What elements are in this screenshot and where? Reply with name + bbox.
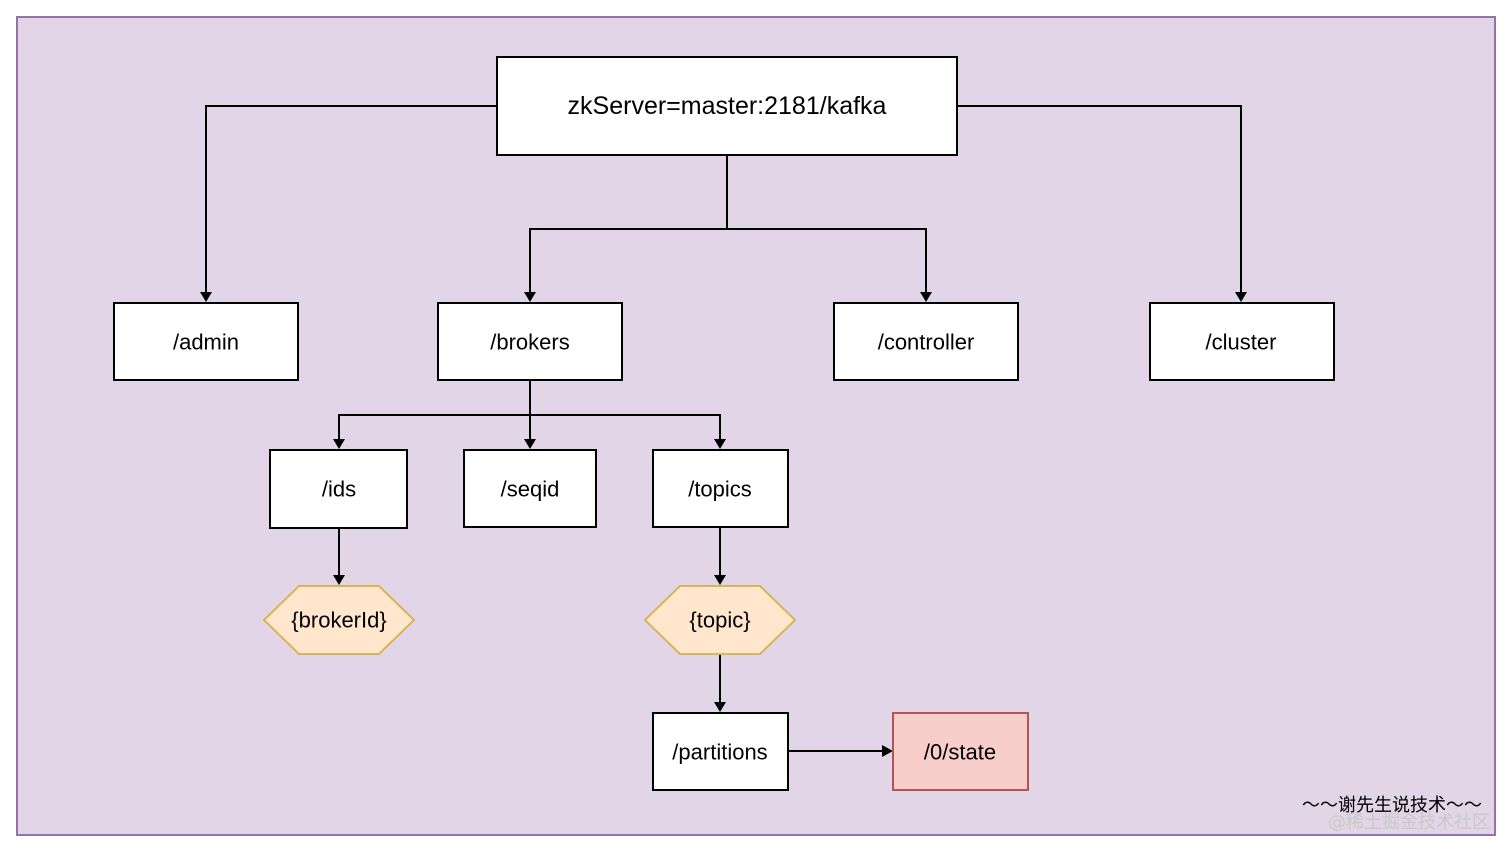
node-controller-label: /controller: [878, 330, 975, 355]
node-topics: /topics: [652, 449, 789, 528]
node-admin: /admin: [113, 302, 299, 381]
arrowhead: [200, 292, 212, 302]
node-state: /0/state: [892, 712, 1029, 791]
edge-root-brokers: [529, 155, 728, 292]
node-ids: /ids: [269, 449, 408, 529]
arrowhead: [524, 439, 536, 449]
edge-brokers-topics: [530, 414, 721, 439]
node-topics-label: /topics: [688, 477, 752, 502]
node-root-label: zkServer=master:2181/kafka: [568, 92, 887, 120]
node-partitions-label: /partitions: [672, 740, 767, 765]
arrowhead: [333, 575, 345, 585]
edge-root-controller: [727, 228, 927, 292]
node-admin-label: /admin: [173, 330, 239, 355]
node-cluster-label: /cluster: [1206, 330, 1277, 355]
arrowhead: [714, 439, 726, 449]
arrowhead: [714, 575, 726, 585]
node-brokers-label: /brokers: [490, 330, 569, 355]
node-topic-label: {topic}: [689, 608, 750, 633]
arrowhead: [714, 702, 726, 712]
arrowhead: [882, 745, 893, 757]
node-topic: {topic}: [643, 585, 797, 655]
edge-root-cluster: [957, 105, 1242, 292]
node-seqid: /seqid: [463, 449, 597, 528]
author-signature: ～～谢先生说技术～～: [1302, 795, 1482, 816]
node-seqid-label: /seqid: [501, 477, 560, 502]
edges: [200, 105, 1247, 757]
node-cluster: /cluster: [1149, 302, 1335, 381]
node-brokerid-label: {brokerId}: [291, 608, 386, 633]
node-brokerid: {brokerId}: [262, 585, 416, 655]
edge-root-admin: [205, 105, 497, 292]
arrowhead: [333, 439, 345, 449]
node-root: zkServer=master:2181/kafka: [496, 56, 958, 156]
watermark: @稀土掘金技术社区: [1328, 812, 1490, 833]
node-ids-label: /ids: [322, 477, 356, 502]
node-partitions: /partitions: [652, 712, 789, 791]
node-state-label: /0/state: [924, 740, 996, 765]
node-controller: /controller: [833, 302, 1019, 381]
arrowhead: [920, 292, 932, 302]
arrowhead: [524, 292, 536, 302]
node-brokers: /brokers: [437, 302, 623, 381]
edge-brokers-ids: [338, 380, 531, 439]
arrowhead: [1235, 292, 1247, 302]
